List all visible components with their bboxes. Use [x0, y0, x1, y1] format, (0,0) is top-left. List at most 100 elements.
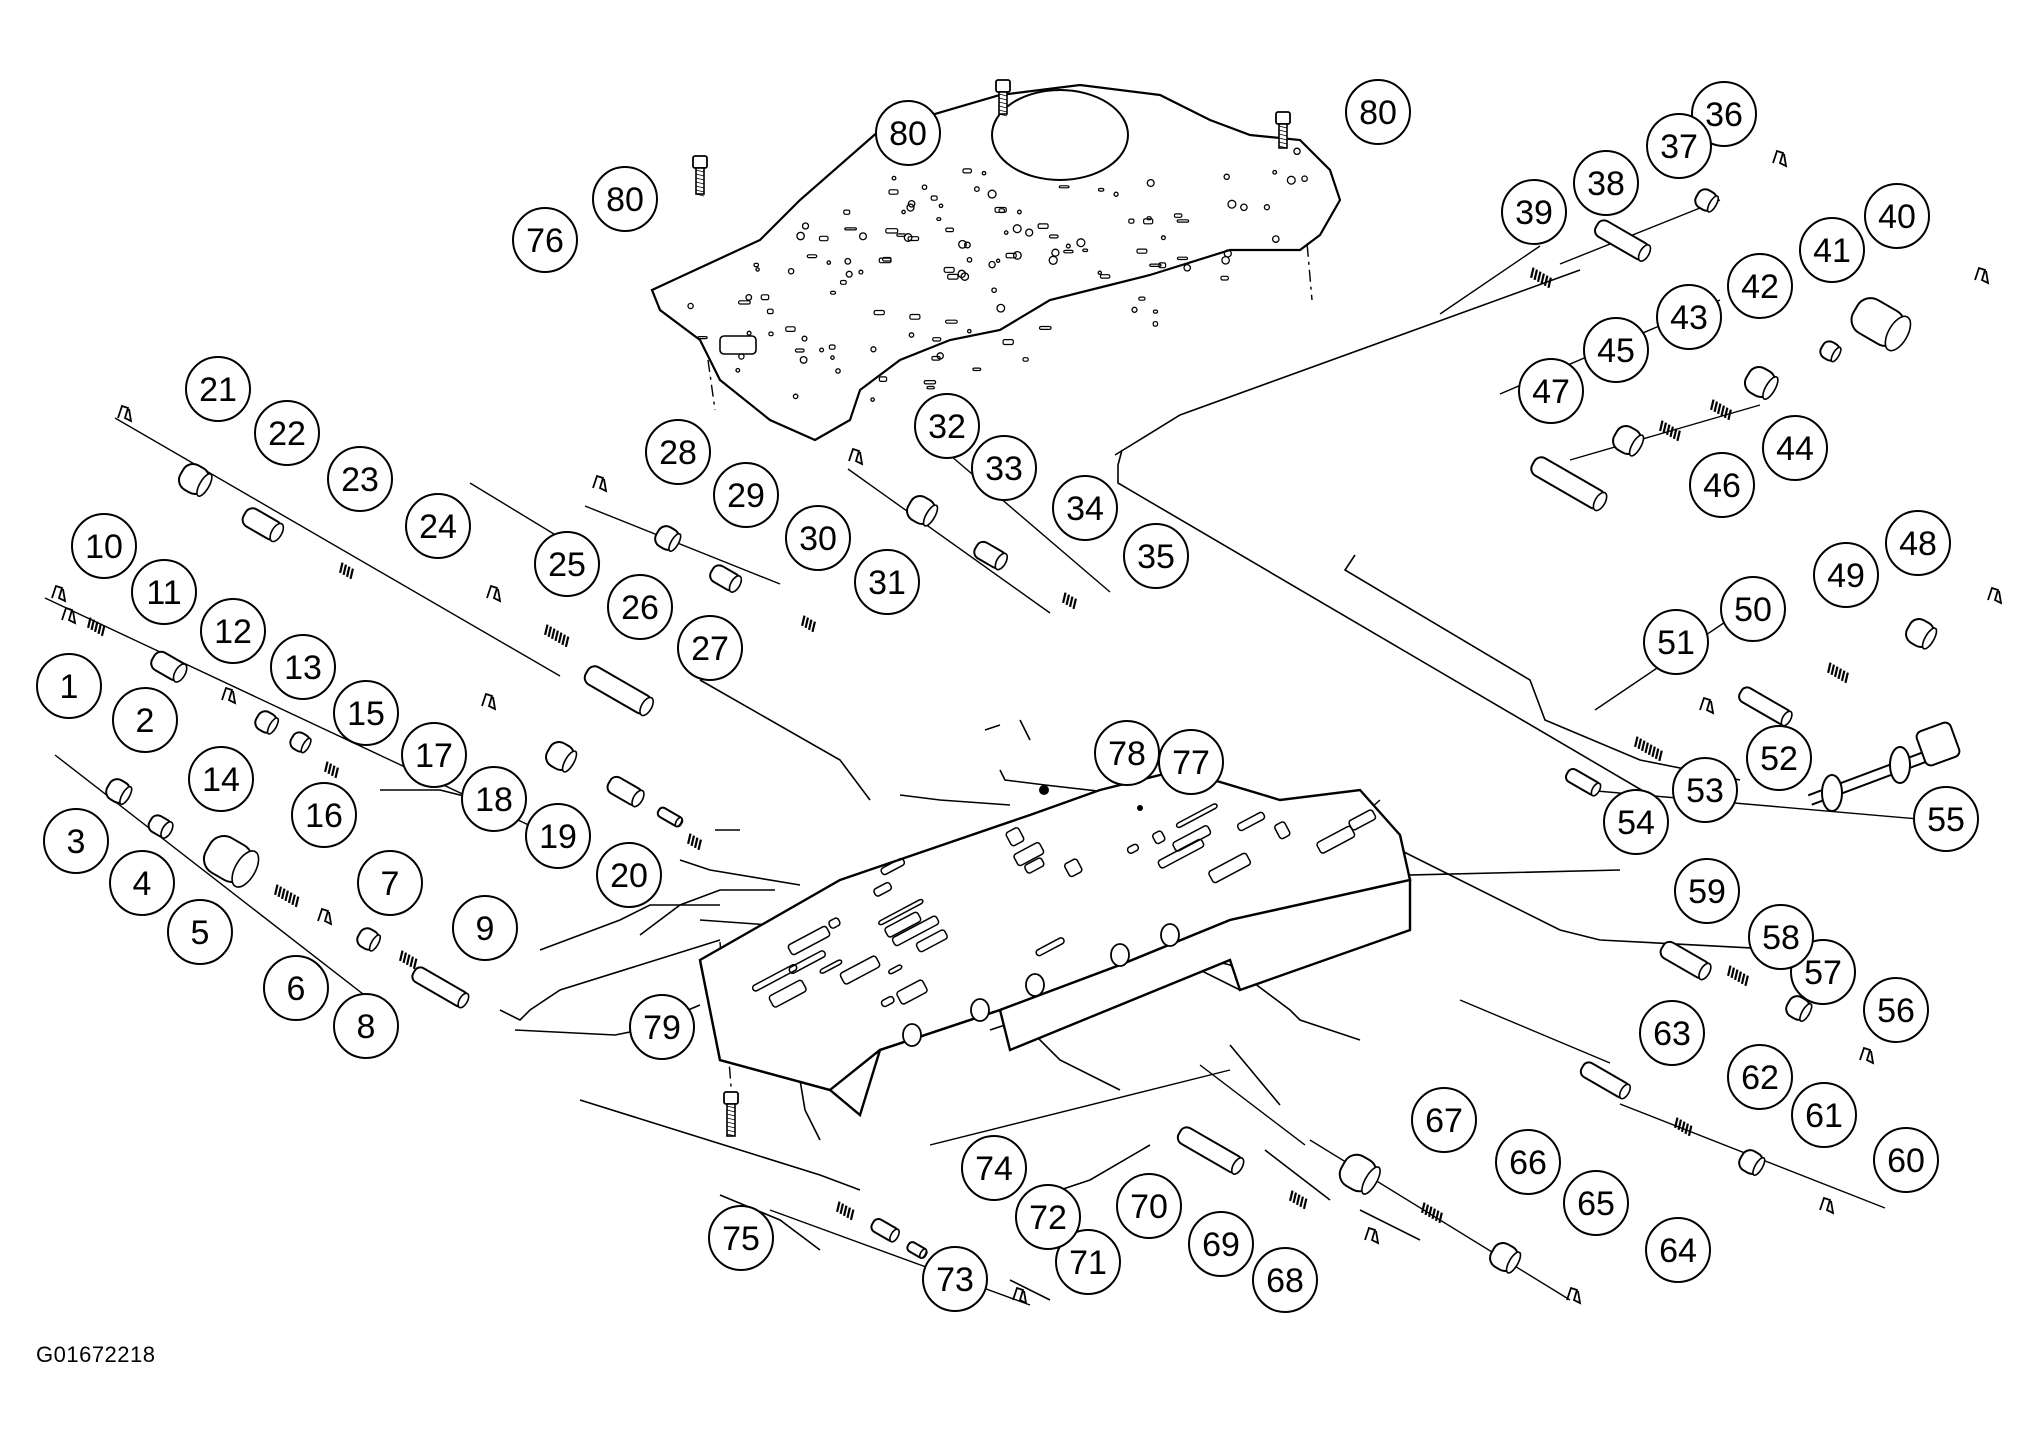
- callout-number: 65: [1577, 1185, 1615, 1223]
- plate-hole: [987, 189, 997, 199]
- plug: [356, 927, 382, 952]
- callout-number: 7: [381, 865, 400, 903]
- valve-body-channel: [787, 925, 831, 956]
- retaining-clip: [221, 686, 237, 705]
- callout-number: 1: [60, 668, 79, 706]
- plate-slot: [1037, 223, 1049, 229]
- retaining-clip: [486, 584, 502, 603]
- callout-34: 34: [1052, 475, 1118, 541]
- valve-bore: [1110, 943, 1130, 967]
- plug: [177, 462, 213, 497]
- spring: [87, 617, 106, 637]
- callout-63: 63: [1639, 1000, 1705, 1066]
- leader-line: [899, 794, 1011, 806]
- valve-body-channel: [1236, 811, 1266, 832]
- part-axis-line: [1459, 999, 1611, 1064]
- spring: [339, 562, 354, 580]
- callout-70: 70: [1116, 1173, 1182, 1239]
- plate-slot: [1220, 275, 1229, 281]
- callout-circle: [1746, 725, 1812, 791]
- spring: [1062, 592, 1077, 610]
- plate-slot: [1082, 248, 1089, 253]
- callout-circle: [131, 559, 197, 625]
- callout-23: 23: [327, 446, 393, 512]
- plate-slot: [926, 385, 935, 390]
- callout-32: 32: [914, 393, 980, 459]
- plate-hole: [1146, 178, 1155, 188]
- callout-22: 22: [254, 400, 320, 466]
- spring: [1659, 420, 1681, 442]
- plate-hole: [1183, 263, 1192, 272]
- plate-slot: [785, 326, 796, 332]
- spring: [399, 950, 418, 970]
- plate-hole: [908, 332, 915, 338]
- plate-hole: [1065, 243, 1071, 249]
- callout-circle: [327, 446, 393, 512]
- plate-hole: [996, 303, 1006, 313]
- callout-79: 79: [629, 994, 695, 1060]
- leader-line: [679, 859, 801, 886]
- callout-36: 36: [1691, 81, 1757, 147]
- callout-number: 74: [975, 1150, 1013, 1188]
- callout-14: 14: [188, 746, 254, 812]
- callout-number: 20: [610, 857, 648, 895]
- callout-number: 40: [1878, 198, 1916, 236]
- plate-slot: [931, 355, 941, 361]
- part-axis-line: [1569, 404, 1761, 461]
- part-axis-line: [114, 417, 561, 677]
- callout-circle: [1646, 113, 1712, 179]
- plate-slot: [844, 227, 857, 231]
- retaining-clip: [1987, 586, 2003, 605]
- plate-hole: [858, 269, 864, 275]
- callout-circle: [1116, 1173, 1182, 1239]
- valve-body-channel: [819, 959, 843, 974]
- callout-51: 51: [1643, 609, 1709, 675]
- callout-number: 44: [1776, 430, 1814, 468]
- callout-59: 59: [1674, 858, 1740, 924]
- plate-slot: [1002, 339, 1014, 346]
- plug: [1612, 425, 1645, 457]
- plate-slot: [1158, 262, 1167, 269]
- retaining-clip: [61, 606, 77, 625]
- callout-circle: [1863, 977, 1929, 1043]
- callout-number: 64: [1659, 1232, 1697, 1270]
- callout-circle: [1055, 1229, 1121, 1295]
- callout-number: 31: [868, 564, 906, 602]
- retaining-clip: [1819, 1196, 1835, 1215]
- plate-hole: [746, 330, 752, 336]
- retaining-clip: [1859, 1046, 1875, 1065]
- callout-number: 24: [419, 508, 457, 546]
- retaining-clip: [317, 907, 333, 926]
- callout-number: 2: [136, 702, 155, 740]
- valve-body-channel: [1175, 803, 1218, 829]
- leader-line: [1359, 1209, 1421, 1241]
- callout-circle: [333, 993, 399, 1059]
- callout-50: 50: [1720, 576, 1786, 642]
- callout-number: 59: [1688, 873, 1726, 911]
- callout-number: 36: [1705, 96, 1743, 134]
- plate-hole: [1286, 175, 1296, 185]
- callout-48: 48: [1885, 510, 1951, 576]
- callout-circle: [1727, 253, 1793, 319]
- spring: [324, 761, 339, 779]
- plate-hole: [906, 203, 915, 212]
- callout-number: 38: [1587, 165, 1625, 203]
- callout-52: 52: [1746, 725, 1812, 791]
- plate-hole: [995, 258, 1001, 264]
- plate-hole: [1048, 255, 1058, 265]
- plate-slot: [943, 266, 955, 273]
- plug: [1785, 995, 1813, 1023]
- plate-hole: [1131, 306, 1138, 313]
- plate-hole: [1025, 228, 1034, 237]
- callout-number: 60: [1887, 1142, 1925, 1180]
- callout-35: 35: [1123, 523, 1189, 589]
- plate-hole: [792, 393, 799, 400]
- plate-slot: [1128, 218, 1135, 224]
- callout-circle: [200, 598, 266, 664]
- valve-body-channel: [878, 898, 924, 926]
- callout-25: 25: [534, 531, 600, 597]
- callout-20: 20: [596, 842, 662, 908]
- valve: [241, 507, 285, 543]
